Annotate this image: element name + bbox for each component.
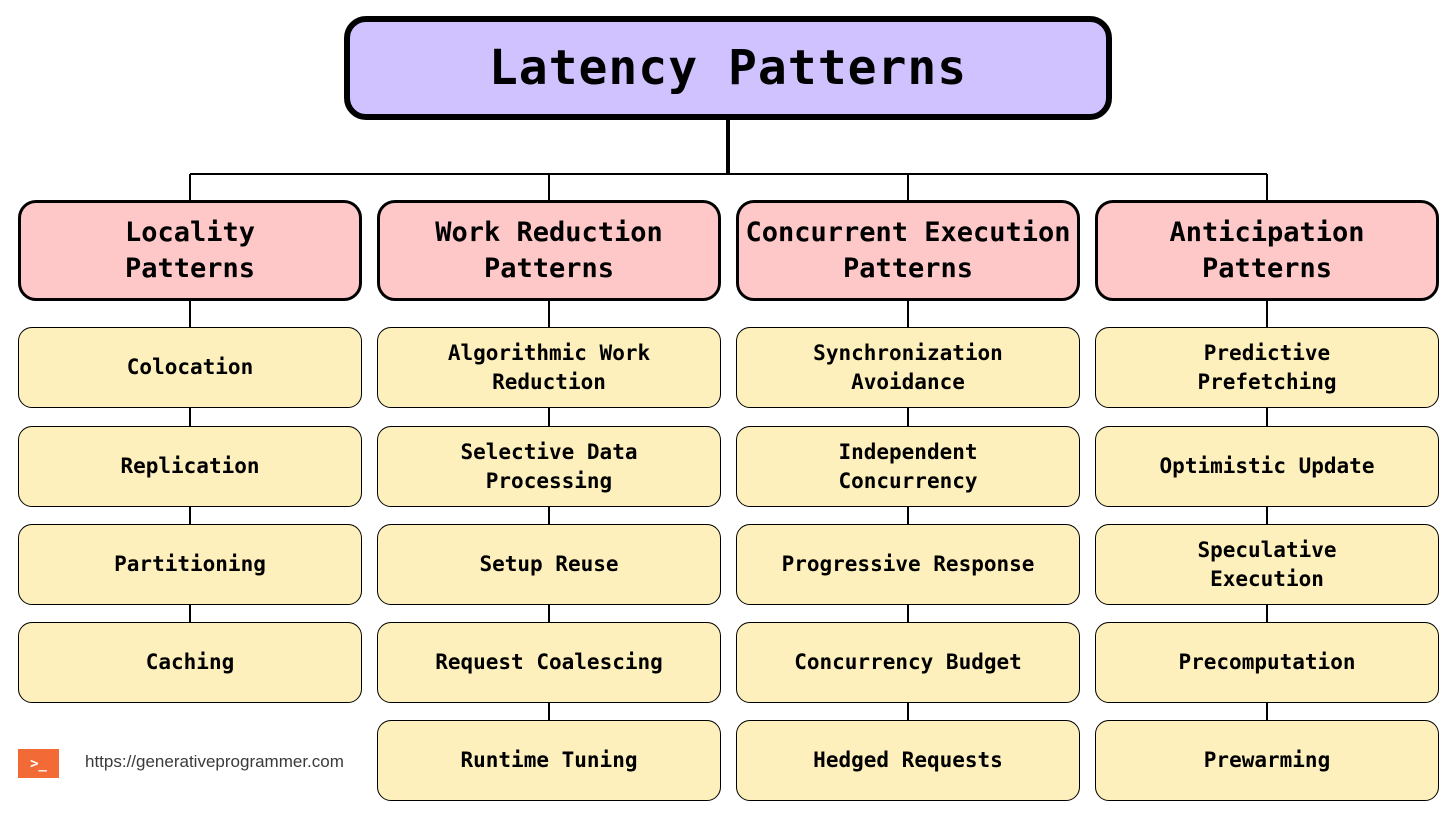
category-box: Anticipation Patterns [1095,200,1439,301]
terminal-logo-icon: >_ [18,749,59,778]
pattern-item: Caching [18,622,362,703]
pattern-item: Selective Data Processing [377,426,721,507]
footer-url[interactable]: https://generativeprogrammer.com [85,752,344,771]
pattern-item: Algorithmic Work Reduction [377,327,721,408]
category-box: Concurrent Execution Patterns [736,200,1080,301]
pattern-item: Optimistic Update [1095,426,1439,507]
pattern-item: Setup Reuse [377,524,721,605]
pattern-item: Replication [18,426,362,507]
category-box: Locality Patterns [18,200,362,301]
diagram-title: Latency Patterns [344,16,1112,120]
pattern-item: Predictive Prefetching [1095,327,1439,408]
pattern-item: Concurrency Budget [736,622,1080,703]
category-box: Work Reduction Patterns [377,200,721,301]
pattern-item: Prewarming [1095,720,1439,801]
pattern-item: Colocation [18,327,362,408]
pattern-item: Partitioning [18,524,362,605]
pattern-item: Runtime Tuning [377,720,721,801]
pattern-item: Progressive Response [736,524,1080,605]
pattern-item: Hedged Requests [736,720,1080,801]
pattern-item: Precomputation [1095,622,1439,703]
pattern-item: Synchronization Avoidance [736,327,1080,408]
pattern-item: Independent Concurrency [736,426,1080,507]
pattern-item: Speculative Execution [1095,524,1439,605]
pattern-item: Request Coalescing [377,622,721,703]
